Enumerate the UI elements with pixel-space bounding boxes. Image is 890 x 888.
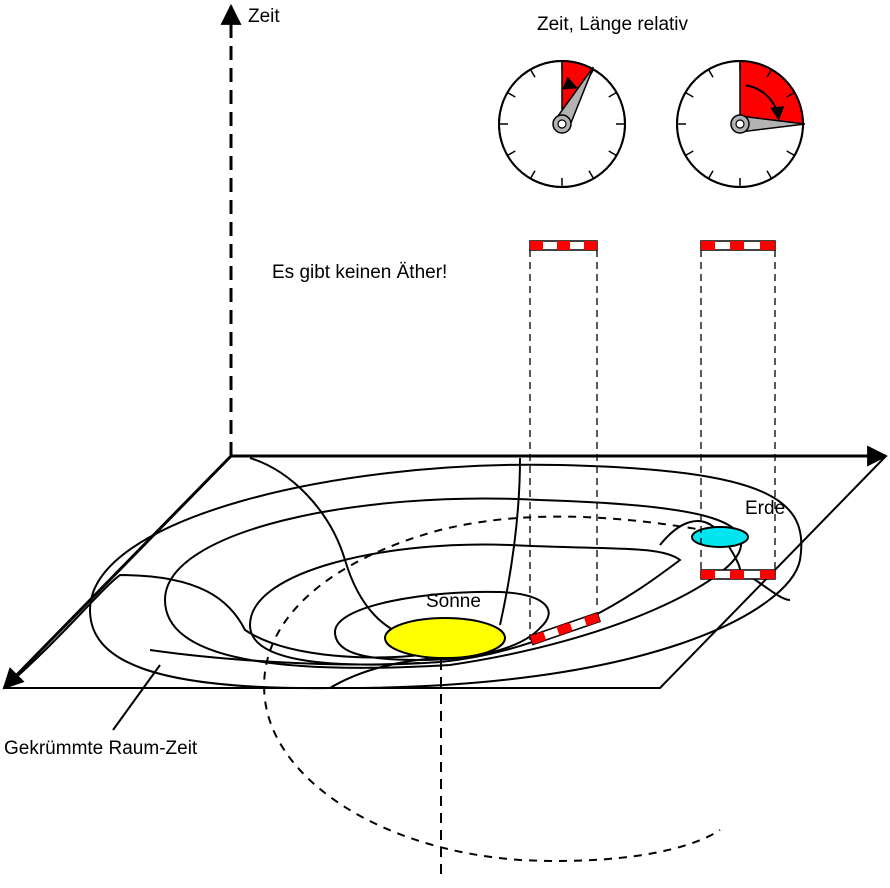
clock-tick	[685, 91, 694, 98]
clock-motion-arrow	[745, 84, 785, 121]
spacetime-label: Gekrümmte Raum-Zeit	[4, 738, 198, 759]
ruler-sun	[529, 611, 602, 646]
clock-tick	[766, 69, 773, 78]
projection-sun	[529, 250, 598, 640]
spacetime-pointer	[112, 664, 161, 731]
ring-2	[163, 497, 743, 669]
earth-orbit	[263, 515, 726, 862]
relative-label: Zeit, Länge relativ	[537, 14, 689, 35]
projection-earth	[700, 250, 776, 575]
time-axis-label: Zeit	[248, 6, 280, 27]
spacetime-grid	[3, 457, 803, 690]
ruler-top-sun	[529, 240, 598, 251]
clock-tick	[507, 150, 516, 157]
grid-line-1	[3, 573, 421, 689]
clock-tick	[707, 69, 714, 78]
clock-near-earth	[676, 60, 806, 188]
clock-tick	[588, 170, 595, 179]
clock-tick	[707, 170, 714, 179]
earth	[691, 526, 749, 548]
sun-label: Sonne	[426, 591, 481, 612]
grid-line-6	[329, 657, 441, 689]
grid-line-4	[659, 520, 791, 601]
ether-statement: Es gibt keinen Äther!	[272, 262, 447, 283]
earth-label: Erde	[745, 498, 785, 519]
clock-tick	[608, 91, 617, 98]
clock-tick	[766, 170, 773, 179]
clock-tick	[529, 69, 536, 78]
clock-near-sun	[498, 60, 626, 188]
spacetime-plane	[4, 455, 887, 689]
clock-tick	[786, 91, 795, 98]
ruler-top-earth	[700, 240, 776, 251]
ruler-earth	[700, 569, 776, 580]
ring-1	[88, 463, 803, 690]
sun	[384, 617, 506, 659]
clock-tick	[529, 170, 536, 179]
ring-4	[333, 590, 550, 662]
clock-motion-arrow	[562, 76, 578, 90]
grid-line-3	[499, 457, 521, 626]
clock-tick	[685, 150, 694, 157]
clock-tick	[608, 150, 617, 157]
clock-tick	[786, 150, 795, 157]
clock-tick	[507, 91, 516, 98]
space-axis-left	[2, 454, 233, 690]
grid-line-5	[149, 649, 421, 666]
grid-line-2	[249, 457, 416, 641]
